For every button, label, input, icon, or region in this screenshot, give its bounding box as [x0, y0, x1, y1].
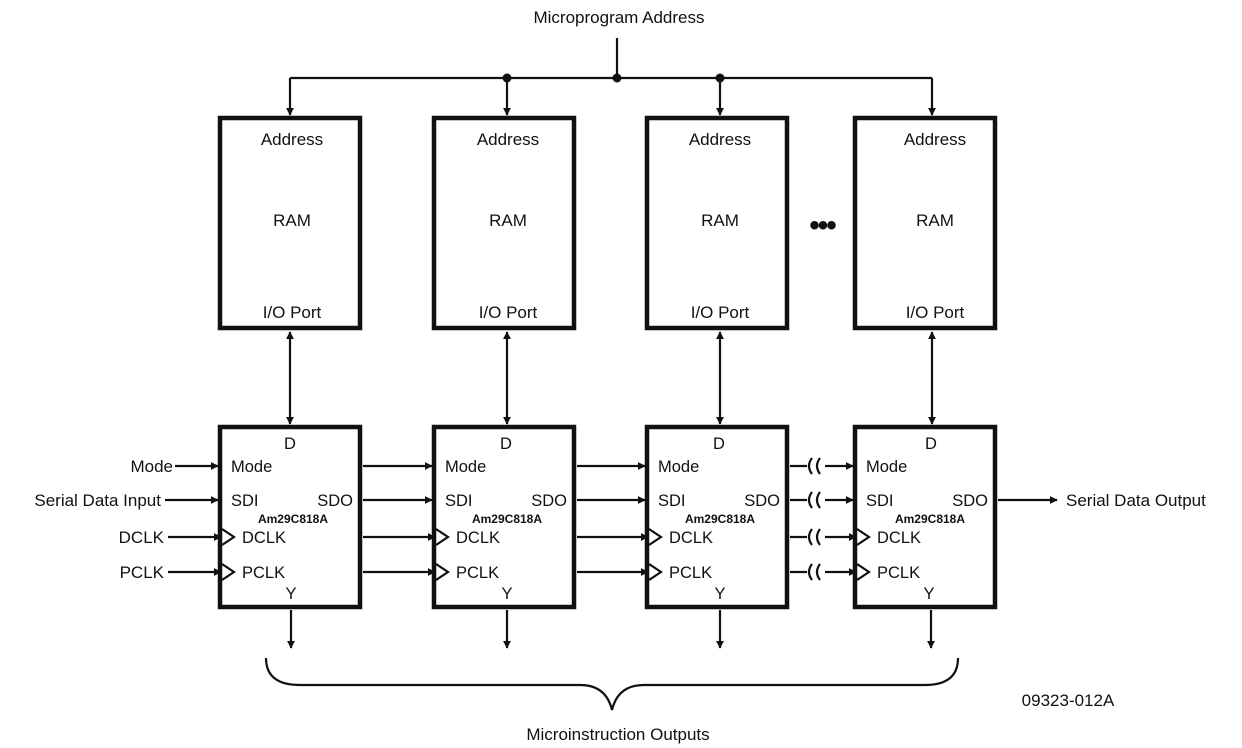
ram-block-1: Address RAM I/O Port [217, 115, 363, 331]
pin-dclk: DCLK [669, 529, 713, 547]
pin-dclk: DCLK [456, 529, 500, 547]
pin-pclk: PCLK [877, 564, 920, 582]
ram-address-label: Address [261, 130, 323, 149]
chain-links-2-3 [577, 462, 649, 576]
pin-sdi: SDI [866, 492, 894, 510]
part-number: Am29C818A [472, 512, 542, 526]
serial-data-input-label: Serial Data Input [34, 491, 161, 510]
clock-triangle [221, 528, 236, 546]
pin-sdi: SDI [231, 492, 259, 510]
pin-pclk: PCLK [669, 564, 712, 582]
ram-label: RAM [701, 211, 739, 230]
part-number: Am29C818A [685, 512, 755, 526]
pin-dclk: DCLK [242, 529, 286, 547]
part-number: Am29C818A [258, 512, 328, 526]
y-output-arrows [287, 610, 935, 649]
mode-input-label: Mode [130, 457, 173, 476]
pin-mode: Mode [866, 458, 907, 476]
clock-triangle [435, 528, 450, 546]
ram-block-4: Address RAM I/O Port [852, 115, 998, 331]
ram-io-port-label: I/O Port [263, 303, 322, 322]
chain-links-1-2 [363, 462, 436, 576]
microinstruction-outputs-label: Microinstruction Outputs [526, 725, 709, 744]
pin-mode: Mode [231, 458, 272, 476]
ram-label: RAM [489, 211, 527, 230]
ram-block-2: Address RAM I/O Port [431, 115, 577, 331]
register-chip-2: D Mode SDI SDO Am29C818A DCLK PCLK Y [431, 424, 577, 610]
ram-address-label: Address [689, 130, 751, 149]
register-chip-3: D Mode SDI SDO Am29C818A DCLK PCLK Y [644, 424, 790, 610]
ram-io-port-label: I/O Port [479, 303, 538, 322]
clock-triangle [648, 528, 663, 546]
microprogram-address-label: Microprogram Address [533, 8, 704, 27]
pclk-input-label: PCLK [120, 563, 165, 582]
ram-address-label: Address [904, 130, 966, 149]
pin-sdi: SDI [658, 492, 686, 510]
serial-data-output-label: Serial Data Output [1066, 491, 1206, 510]
clock-triangle [856, 528, 871, 546]
pin-d: D [284, 435, 296, 453]
ram-io-port-label: I/O Port [906, 303, 965, 322]
pin-sdo: SDO [952, 492, 988, 510]
ram-address-label: Address [477, 130, 539, 149]
ram-label: RAM [273, 211, 311, 230]
pin-mode: Mode [658, 458, 699, 476]
input-arrows [165, 462, 222, 576]
clock-triangle [856, 563, 871, 581]
clock-triangle [221, 563, 236, 581]
pin-mode: Mode [445, 458, 486, 476]
part-number: Am29C818A [895, 512, 965, 526]
pin-y: Y [923, 585, 934, 603]
ram-label: RAM [916, 211, 954, 230]
output-brace [264, 657, 960, 711]
pin-sdi: SDI [445, 492, 473, 510]
chain-links-3-4-broken [790, 457, 857, 581]
pin-sdo: SDO [531, 492, 567, 510]
junction-dot [612, 73, 622, 83]
figure-number: 09323-012A [1022, 691, 1115, 710]
ram-block-3: Address RAM I/O Port [644, 115, 790, 331]
pin-d: D [500, 435, 512, 453]
ram-register-links [286, 331, 936, 425]
pin-pclk: PCLK [242, 564, 285, 582]
pin-pclk: PCLK [456, 564, 499, 582]
clock-triangle [648, 563, 663, 581]
pin-dclk: DCLK [877, 529, 921, 547]
continuation-dots: ••• [809, 209, 836, 242]
pin-y: Y [285, 585, 296, 603]
pin-sdo: SDO [317, 492, 353, 510]
ram-io-port-label: I/O Port [691, 303, 750, 322]
pin-d: D [713, 435, 725, 453]
address-bus [286, 38, 936, 116]
dclk-input-label: DCLK [119, 528, 165, 547]
register-chip-4: D Mode SDI SDO Am29C818A DCLK PCLK Y [852, 424, 998, 610]
pin-sdo: SDO [744, 492, 780, 510]
pin-y: Y [714, 585, 725, 603]
register-chip-1: D Mode SDI SDO Am29C818A DCLK PCLK Y [217, 424, 363, 610]
clock-triangle [435, 563, 450, 581]
pin-d: D [925, 435, 937, 453]
pin-y: Y [501, 585, 512, 603]
